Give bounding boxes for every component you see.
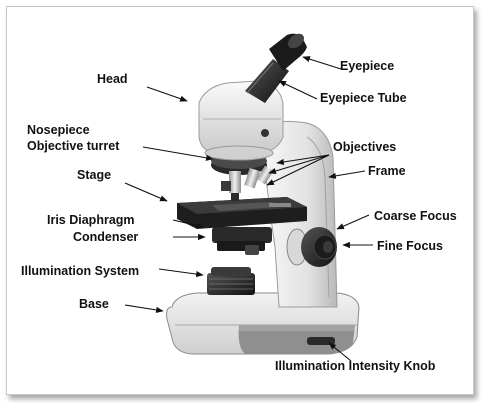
label-base: Base [79, 297, 109, 311]
arrow-iris [172, 219, 204, 229]
arrow-objectives-1 [276, 154, 330, 165]
label-condenser: Condenser [73, 230, 139, 244]
microscope-illustration [124, 33, 373, 362]
arrow-head [146, 86, 188, 102]
condenser-part [212, 227, 272, 255]
arrow-objectives-2 [268, 154, 330, 174]
arrow-illumination-system [158, 268, 204, 278]
label-illumination-system: Illumination System [21, 264, 140, 278]
label-eyepiece: Eyepiece [340, 59, 395, 73]
illumination-knob-part [307, 337, 335, 345]
label-head: Head [97, 72, 128, 86]
arrow-objectives-3 [266, 154, 330, 186]
arrow-eyepiece [302, 56, 342, 70]
arrow-nosepiece [142, 146, 214, 161]
arrow-frame [328, 170, 366, 179]
diagram-frame: Eyepiece Head Eyepiece Tube Nosepiece Ob… [6, 6, 474, 395]
arrow-intensity-knob [328, 342, 352, 362]
label-iris-diaphragm: Iris Diaphragm [47, 213, 135, 227]
eyepiece-tube-part [245, 59, 289, 103]
arrow-coarse-focus [336, 214, 370, 230]
illumination-system-part [207, 267, 255, 295]
label-nosepiece: Nosepiece [27, 123, 90, 137]
leader-arrows [124, 56, 373, 362]
label-coarse-focus: Coarse Focus [374, 209, 457, 223]
label-frame: Frame [368, 164, 406, 178]
label-objectives: Objectives [333, 140, 397, 154]
focus-knobs [286, 227, 337, 267]
label-objective-turret: Objective turret [27, 139, 120, 153]
label-eyepiece-tube: Eyepiece Tube [320, 91, 407, 105]
label-stage: Stage [77, 168, 112, 182]
arrow-base [124, 304, 164, 313]
arrow-eyepiece-tube [278, 80, 318, 100]
arrow-stage [124, 182, 168, 202]
label-fine-focus: Fine Focus [377, 239, 443, 253]
stage-part [177, 197, 307, 229]
eyepiece-part [269, 33, 307, 71]
label-illumination-intensity-knob: Illumination Intensity Knob [275, 359, 436, 373]
